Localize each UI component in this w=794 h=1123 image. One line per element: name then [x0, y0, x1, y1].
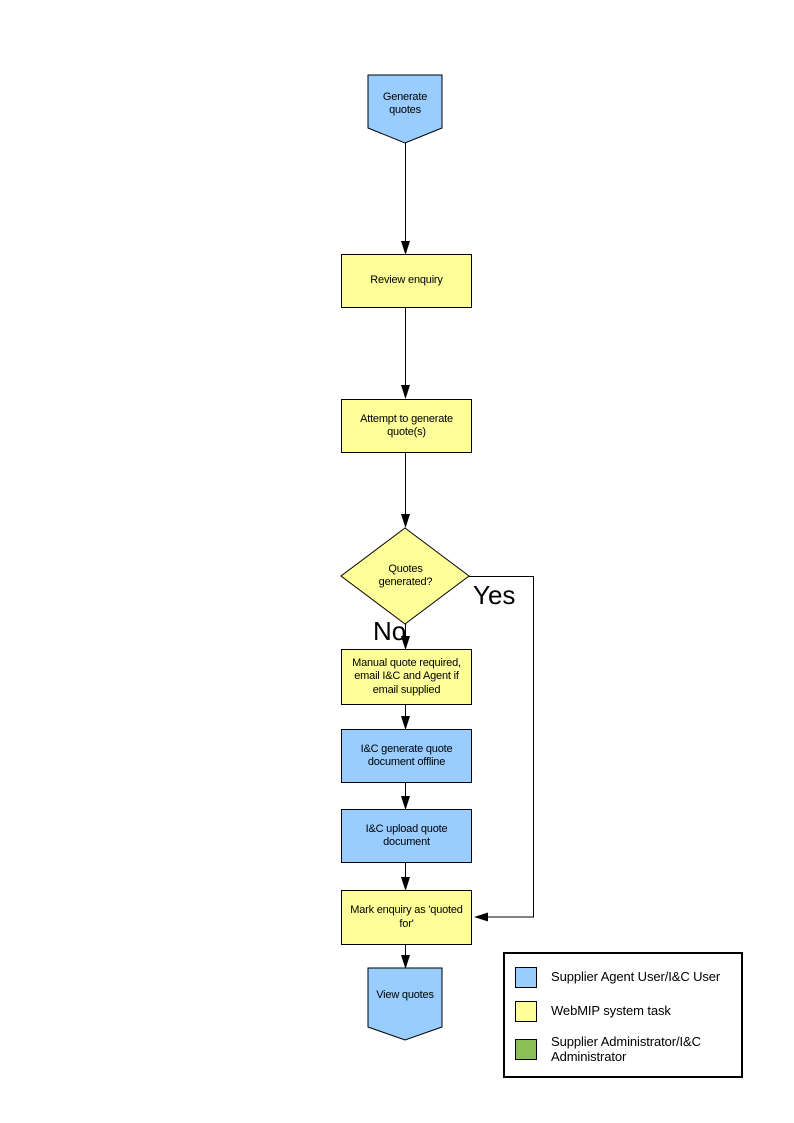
- node-label: I&C generate quote document offline: [360, 742, 453, 768]
- legend-item-supplier-agent: Supplier Agent User/I&C User: [515, 967, 733, 988]
- legend-swatch-green: [515, 1039, 537, 1061]
- node-ic-upload: I&C upload quote document: [341, 809, 472, 863]
- arrowhead-icon: [401, 241, 410, 255]
- arrowhead-icon: [401, 514, 410, 528]
- node-manual-quote: Manual quote required, email I&C and Age…: [341, 649, 472, 705]
- arrowhead-icon: [401, 385, 410, 399]
- legend-box: Supplier Agent User/I&C User WebMIP syst…: [503, 952, 743, 1078]
- legend-label: WebMIP system task: [551, 1003, 671, 1019]
- arrowhead-icon: [401, 877, 410, 891]
- node-label: I&C upload quote document: [365, 822, 448, 848]
- node-review-enquiry: Review enquiry: [341, 254, 472, 308]
- node-label: Attempt to generate quote(s): [360, 412, 453, 438]
- edge-decision-mark-yes: [469, 576, 534, 918]
- arrowhead-icon: [401, 955, 410, 969]
- no-branch-label: No: [373, 616, 407, 646]
- node-label: Manual quote required, email I&C and Age…: [352, 656, 461, 696]
- legend-swatch-blue: [515, 967, 537, 988]
- legend-label: Supplier Administrator/I&C Administrator: [551, 1034, 701, 1064]
- arrowhead-icon: [401, 796, 410, 810]
- yes-branch-label: Yes: [473, 580, 516, 610]
- end-terminator-shape: [367, 967, 443, 1041]
- arrowhead-icon: [401, 636, 410, 650]
- start-terminator-shape: [367, 74, 443, 144]
- legend-label: Supplier Agent User/I&C User: [551, 969, 721, 985]
- node-label: Review enquiry: [370, 274, 443, 287]
- arrowhead-icon: [401, 716, 410, 730]
- legend-item-webmip-task: WebMIP system task: [515, 1001, 733, 1022]
- decision-diamond-shape: [340, 527, 470, 625]
- node-ic-generate-offline: I&C generate quote document offline: [341, 729, 472, 783]
- node-mark-enquiry: Mark enquiry as 'quoted for': [341, 890, 472, 945]
- arrowhead-icon: [474, 912, 488, 922]
- node-attempt-generate: Attempt to generate quote(s): [341, 399, 472, 453]
- legend-item-supplier-admin: Supplier Administrator/I&C Administrator: [515, 1034, 733, 1065]
- legend-swatch-yellow: [515, 1001, 537, 1022]
- node-label: Mark enquiry as 'quoted for': [350, 904, 463, 930]
